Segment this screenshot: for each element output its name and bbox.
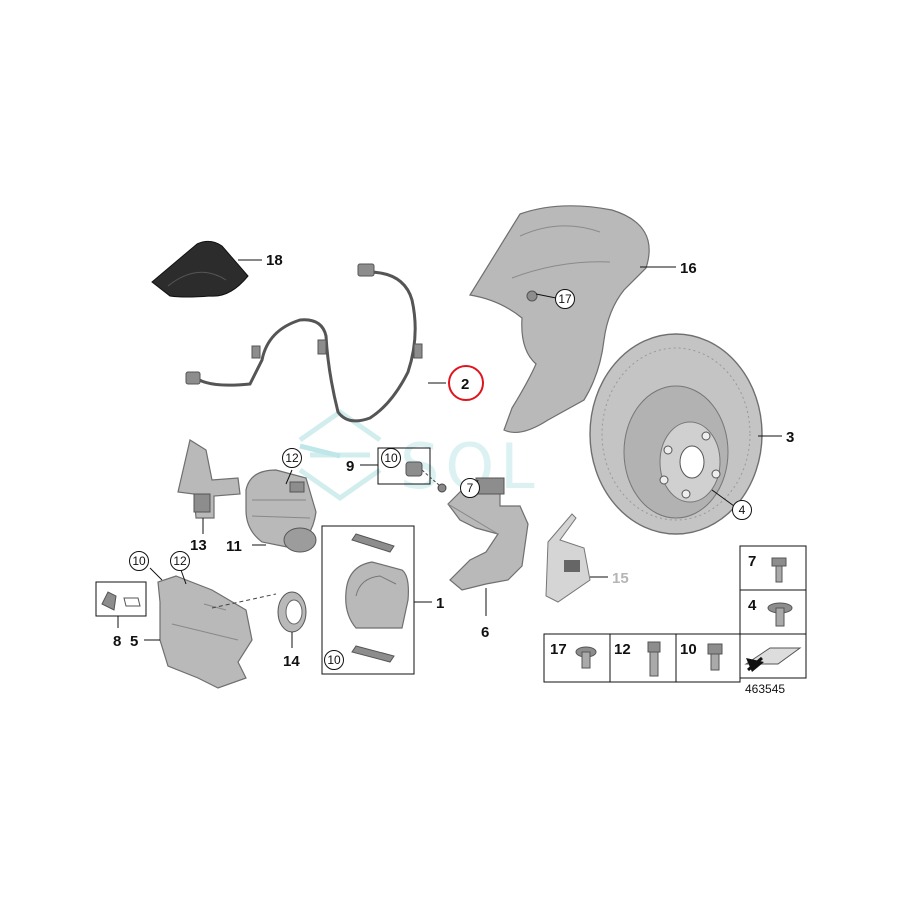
- part-16-dust-shield: [469, 205, 650, 433]
- label-4-callout: 4: [739, 503, 746, 517]
- part-1-brake-pad-set: 10: [321, 525, 415, 675]
- label-11: 11: [226, 538, 242, 555]
- part-5-brake-caliper: [157, 575, 277, 689]
- part-14-seal-ring: [277, 591, 307, 633]
- part-11-actuator-motor: [245, 469, 317, 553]
- label-16: 16: [680, 260, 697, 277]
- label-6: 6: [481, 624, 489, 641]
- label-12a-callout: 12: [285, 451, 299, 465]
- label-15: 15: [612, 570, 629, 587]
- label-2: 2: [461, 376, 469, 393]
- label-12b-callout: 12: [173, 554, 187, 568]
- label-9: 9: [346, 458, 354, 475]
- label-10c-callout: 10: [132, 554, 146, 568]
- label-18: 18: [266, 252, 283, 269]
- part-15-pad-spring: [545, 513, 591, 603]
- legend-num-17: 17: [550, 641, 567, 658]
- part-8-bleeder-kit: [95, 581, 147, 617]
- label-1: 1: [436, 595, 444, 612]
- part-2-wear-sensor: [185, 263, 423, 423]
- part-6-caliper-carrier: [447, 477, 529, 591]
- label-7-callout: 7: [467, 481, 474, 495]
- label-10b-callout: 10: [327, 653, 341, 667]
- part-13-bracket: [177, 439, 241, 519]
- highlight-ring: [448, 365, 484, 401]
- label-13: 13: [190, 537, 207, 554]
- legend-num-12: 12: [614, 641, 631, 658]
- label-14: 14: [283, 653, 300, 670]
- label-3: 3: [786, 429, 794, 446]
- part-18-pad-bag: [151, 240, 249, 298]
- part-9-guide-bolt-set: 10: [299, 443, 447, 493]
- label-8: 8: [113, 633, 121, 650]
- part-3-brake-disc: [589, 333, 763, 535]
- legend-num-4: 4: [748, 597, 757, 614]
- legend-num-7: 7: [748, 553, 756, 570]
- legend-num-10: 10: [680, 641, 697, 658]
- diagram-number: 463545: [745, 682, 785, 696]
- label-17-callout: 17: [558, 292, 572, 306]
- label-10a-callout: 10: [384, 451, 398, 465]
- label-5: 5: [130, 633, 138, 650]
- fastener-legend: 7 4 17 12 10: [543, 545, 807, 683]
